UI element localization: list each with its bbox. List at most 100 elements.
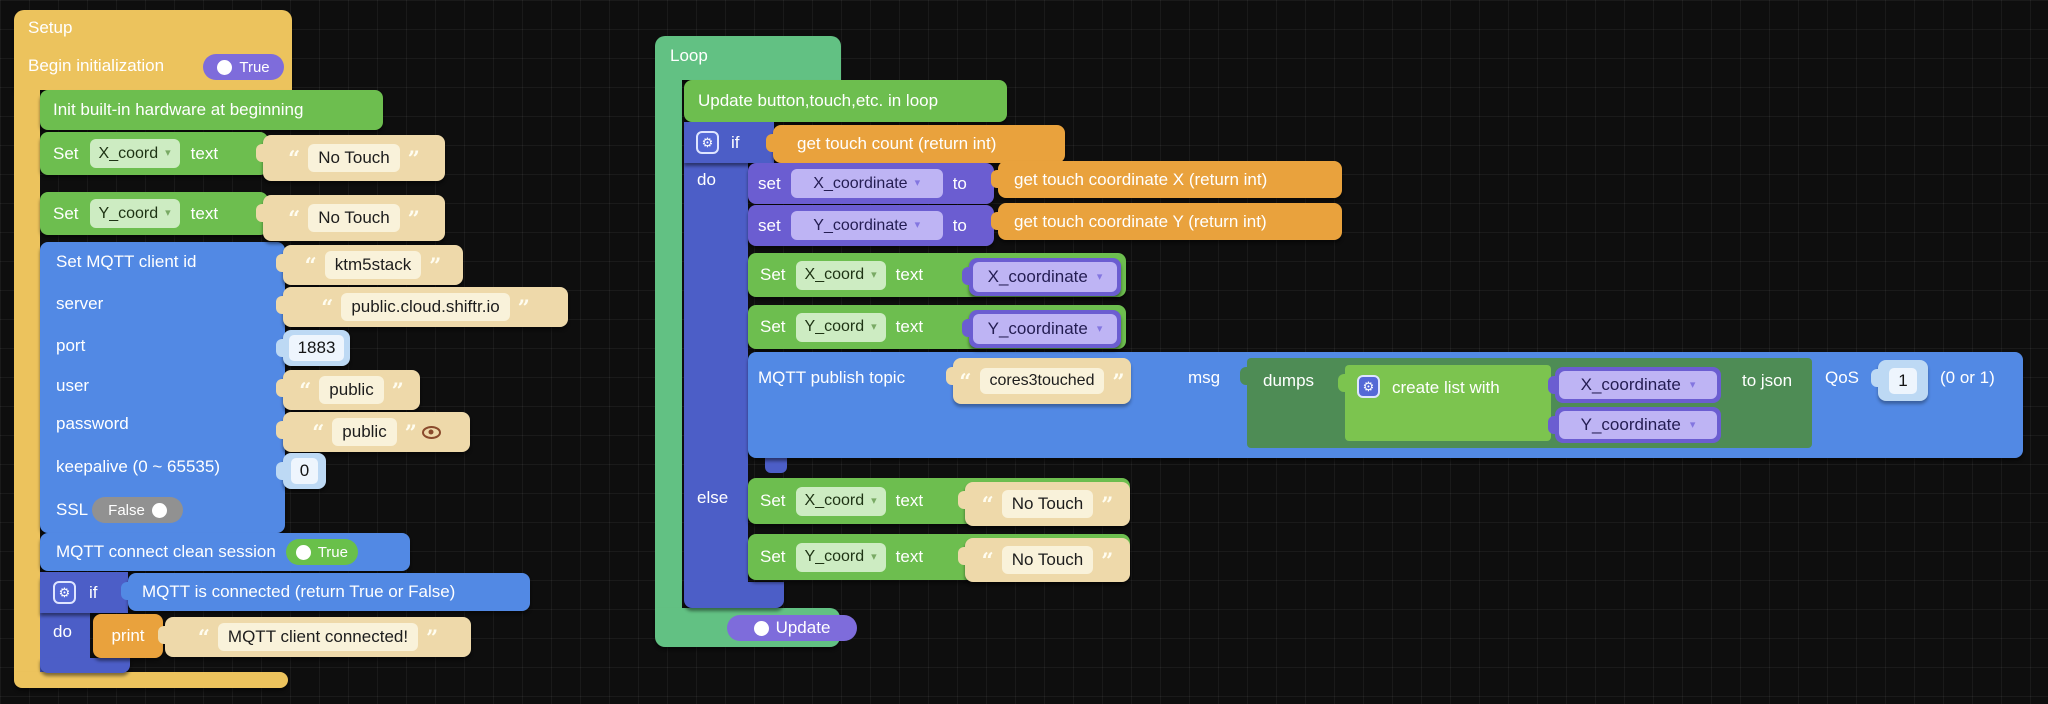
setup-block[interactable]: Setup Begin initialization True [14, 10, 292, 90]
init-hardware-block[interactable]: Init built-in hardware at beginning [40, 90, 383, 130]
string-field[interactable]: cores3touched [979, 368, 1105, 394]
json-dumps-block[interactable]: dumps ⚙ create list with X_coordinate▾ Y… [1240, 358, 1812, 448]
variable-block[interactable]: Y_coordinate▾ [962, 310, 1121, 348]
variable-dropdown[interactable]: X_coordinate▾ [790, 169, 943, 198]
mqtt-publish-block[interactable]: MQTT publish topic “ cores3touched ” msg… [748, 352, 2023, 458]
string-block[interactable]: “ No Touch ” [256, 195, 445, 241]
set-keyword: Set [760, 317, 786, 336]
toggle-knob-icon [753, 620, 769, 636]
update-toggle[interactable]: Update [727, 615, 857, 641]
setup-block-footer[interactable] [14, 672, 288, 688]
toggle-state-label: True [317, 543, 348, 561]
number-block-qos[interactable]: 1 [1871, 360, 1928, 401]
update-loop-block[interactable]: Update button,touch,etc. in loop [684, 80, 1007, 122]
text-keyword: text [895, 317, 924, 336]
number-field[interactable]: 1 [1889, 367, 1917, 394]
label-dropdown[interactable]: X_coord▾ [89, 139, 180, 168]
create-list-block[interactable]: ⚙ create list with [1338, 365, 1551, 441]
setup-block-spine[interactable] [14, 88, 40, 672]
mqtt-config-block[interactable]: Set MQTT client id server port user pass… [40, 242, 285, 533]
clean-session-toggle[interactable]: True [285, 539, 358, 565]
string-block[interactable]: “ No Touch ” [256, 135, 445, 181]
number-block[interactable]: 0 [276, 453, 326, 489]
set-variable-y-block[interactable]: set Y_coordinate▾ to [748, 205, 994, 246]
number-field[interactable]: 0 [290, 458, 319, 484]
begin-init-label: Begin initialization [28, 56, 165, 75]
string-block[interactable]: “ No Touch ” [958, 538, 1130, 582]
text-keyword: text [895, 547, 924, 566]
string-field[interactable]: No Touch [1001, 546, 1094, 574]
string-field[interactable]: No Touch [308, 204, 400, 232]
string-block-password[interactable]: “ public ” [276, 412, 470, 452]
print-block[interactable]: print [93, 614, 163, 658]
loop-if-block-spine[interactable] [684, 122, 748, 582]
quote-close-icon: ” [391, 377, 404, 403]
string-block[interactable]: “ No Touch ” [958, 482, 1130, 526]
variable-dropdown[interactable]: Y_coordinate▾ [790, 211, 943, 240]
ssl-toggle[interactable]: False [92, 497, 183, 523]
string-field[interactable]: No Touch [308, 144, 400, 172]
number-block[interactable]: 1883 [276, 330, 350, 366]
quote-open-icon: “ [197, 624, 210, 650]
mqtt-port-label: port [56, 336, 86, 355]
label-dropdown[interactable]: Y_coord▾ [795, 542, 886, 572]
quote-close-icon: ” [1101, 547, 1114, 573]
loop-block-spine[interactable] [655, 78, 682, 608]
string-field[interactable]: ktm5stack [324, 251, 422, 279]
label-dropdown[interactable]: Y_coord▾ [89, 199, 180, 228]
string-field[interactable]: MQTT client connected! [217, 623, 419, 651]
dropdown-arrow-icon: ▾ [1096, 322, 1103, 335]
loop-if-block-bottom[interactable] [684, 582, 784, 608]
gear-icon[interactable]: ⚙ [53, 581, 76, 604]
gear-icon[interactable]: ⚙ [1357, 375, 1380, 398]
condition-label: MQTT is connected (return True or False) [142, 582, 456, 601]
set-label-y-block[interactable]: Set Y_coord▾ text [40, 192, 268, 235]
if-block-header[interactable]: ⚙ if [40, 572, 128, 613]
touch-coordinate-y-block[interactable]: get touch coordinate Y (return int) [991, 203, 1342, 240]
loop-block[interactable]: Loop [655, 36, 841, 80]
variable-block[interactable]: Y_coordinate▾ [1548, 407, 1721, 443]
else-keyword: else [697, 488, 729, 507]
dropdown-arrow-icon: ▾ [165, 147, 171, 159]
touch-coordinate-x-block[interactable]: get touch coordinate X (return int) [991, 161, 1342, 198]
string-block[interactable]: “ ktm5stack ” [276, 245, 463, 285]
set-variable-x-block[interactable]: set X_coordinate▾ to [748, 163, 994, 204]
if-keyword: if [89, 582, 98, 602]
quote-close-icon: ” [1101, 491, 1114, 517]
string-block[interactable]: “ public ” [276, 370, 420, 410]
string-field[interactable]: public.cloud.shiftr.io [341, 293, 510, 321]
dropdown-arrow-icon: ▾ [165, 207, 171, 219]
value-label: get touch coordinate X (return int) [1014, 169, 1268, 189]
mqtt-connected-condition-block[interactable]: MQTT is connected (return True or False) [121, 573, 530, 611]
label-dropdown[interactable]: Y_coord▾ [795, 312, 886, 342]
number-field[interactable]: 1883 [288, 335, 345, 361]
quote-close-icon: ” [426, 624, 439, 650]
variable-dropdown[interactable]: X_coordinate▾ [973, 262, 1117, 292]
eye-icon[interactable] [421, 425, 441, 439]
string-field[interactable]: No Touch [1001, 490, 1094, 518]
label-dropdown[interactable]: X_coord▾ [795, 486, 886, 516]
loop-block-footer[interactable]: Update [655, 608, 857, 647]
string-block[interactable]: “ public.cloud.shiftr.io ” [276, 287, 568, 327]
begin-init-toggle[interactable]: True [203, 54, 284, 80]
string-block-topic[interactable]: “ cores3touched ” [946, 358, 1131, 404]
loop-if-block-header[interactable]: ⚙ if [684, 122, 774, 163]
mqtt-client-id-label: Set MQTT client id [56, 252, 197, 271]
string-field[interactable]: public [332, 418, 397, 446]
gear-icon[interactable]: ⚙ [696, 131, 719, 154]
label-dropdown[interactable]: X_coord▾ [795, 260, 886, 290]
if-block-bottom[interactable] [40, 658, 130, 673]
string-field[interactable]: public [319, 376, 384, 404]
variable-block[interactable]: X_coordinate▾ [1548, 367, 1721, 403]
touch-count-block[interactable]: get touch count (return int) [766, 125, 1065, 163]
set-label-x-block[interactable]: Set X_coord▾ text [40, 132, 268, 175]
variable-dropdown[interactable]: X_coordinate▾ [1559, 371, 1717, 399]
qos-keyword: QoS [1825, 368, 1860, 387]
variable-dropdown[interactable]: Y_coordinate▾ [1559, 411, 1717, 439]
string-block[interactable]: “ MQTT client connected! ” [158, 617, 471, 657]
variable-dropdown[interactable]: Y_coordinate▾ [973, 314, 1117, 344]
mqtt-clean-session-block[interactable]: MQTT connect clean session True [40, 533, 410, 571]
variable-block[interactable]: X_coordinate▾ [962, 258, 1121, 296]
mqtt-server-label: server [56, 294, 104, 313]
